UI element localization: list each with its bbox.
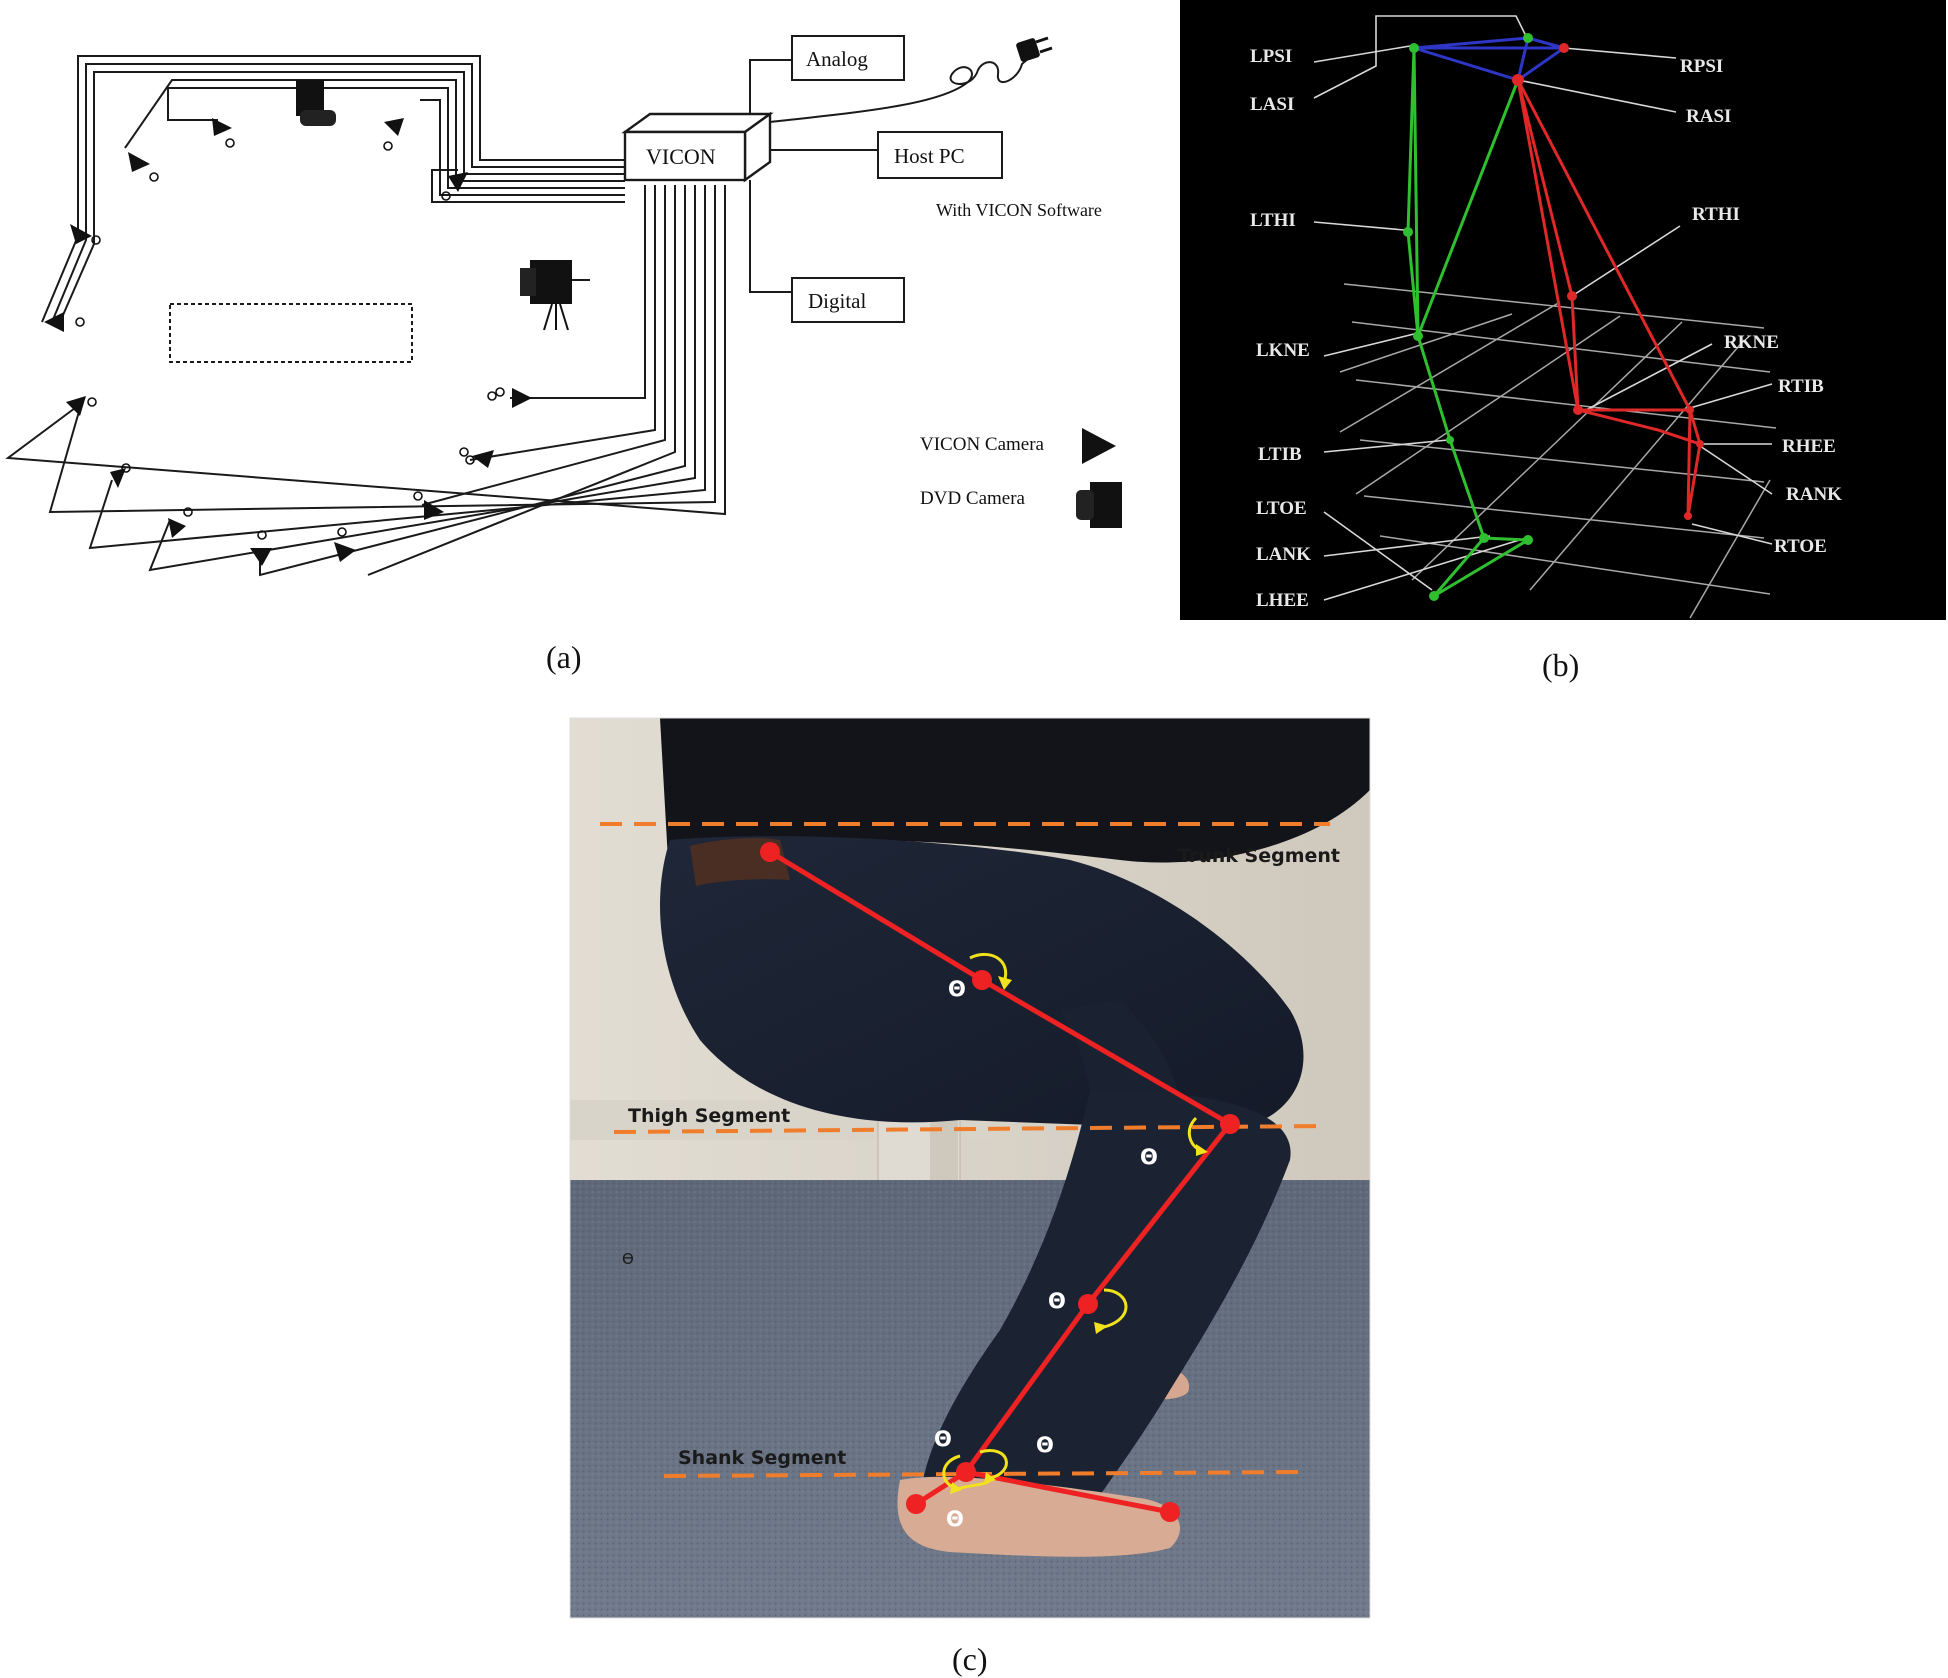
svg-text:Θ: Θ (948, 977, 966, 1001)
vicon-box: VICON (621, 111, 774, 183)
svg-text:RANK: RANK (1786, 484, 1842, 505)
legend-vicon-camera: VICON Camera (920, 434, 1045, 455)
vicon-camera-icon (383, 118, 404, 151)
svg-text:RTIB: RTIB (1778, 376, 1824, 397)
svg-text:Θ: Θ (934, 1427, 952, 1451)
vicon-label: VICON (646, 144, 716, 169)
svg-text:RHEE: RHEE (1782, 436, 1836, 457)
vicon-camera-icon (413, 491, 444, 520)
vicon-camera-icon (44, 312, 85, 332)
model-viewport (1180, 0, 1946, 620)
svg-text:Digital: Digital (808, 289, 866, 313)
stray-theta-label: ϴ (622, 1250, 634, 1268)
svg-text:LTOE: LTOE (1256, 498, 1307, 519)
trunk-segment-label: Trunk Segment (1178, 845, 1340, 867)
vicon-camera-icon (212, 118, 235, 148)
ground-grid (1339, 283, 1777, 619)
svg-text:RTHI: RTHI (1692, 204, 1740, 225)
legend-dvd-camera: DVD Camera (920, 488, 1026, 509)
svg-text:RTOE: RTOE (1774, 536, 1827, 557)
vicon-camera-icon (487, 387, 532, 408)
vicon-camera-icon (66, 396, 97, 416)
vicon-camera-icon (168, 507, 193, 538)
rotation-arrowheads (950, 976, 1208, 1494)
svg-text:Θ: Θ (946, 1507, 964, 1531)
caption-a: (a) (546, 639, 582, 675)
analog-box: Analog (791, 35, 905, 81)
vicon-camera-icon (250, 530, 272, 566)
svg-text:LANK: LANK (1256, 544, 1311, 565)
svg-text:Θ: Θ (1140, 1145, 1158, 1169)
software-label: With VICON Software (936, 200, 1102, 220)
svg-text:LTHI: LTHI (1250, 210, 1296, 231)
svg-text:Θ: Θ (1036, 1433, 1054, 1457)
host-pc-box: Host PC (877, 131, 1003, 179)
svg-text:Host PC: Host PC (894, 144, 965, 168)
vicon-camera-icon (110, 463, 131, 488)
vicon-camera-icon (334, 527, 356, 562)
vicon-camera-icon (70, 224, 101, 245)
right-leg-segments (1516, 79, 1702, 517)
marker-labels: LPSI LASI LTHI LKNE LTIB LTOE LANK LHEE … (1250, 46, 1842, 611)
left-leg-segments (1406, 47, 1534, 598)
vicon-cameras (44, 118, 532, 566)
thigh-segment-label: Thigh Segment (628, 1105, 790, 1127)
joint-points (760, 842, 1240, 1522)
legend-vicon-camera-icon (1082, 428, 1116, 464)
shank-segment-label: Shank Segment (678, 1447, 846, 1469)
legend-dvd-camera-icon (1076, 482, 1122, 528)
power-plug-icon (1016, 36, 1053, 62)
pelvis-segment (1413, 36, 1568, 82)
vicon-camera-icon (441, 172, 468, 201)
digital-box: Digital (791, 277, 905, 323)
svg-text:LKNE: LKNE (1256, 340, 1310, 361)
marker-points (1403, 33, 1704, 601)
capture-volume (169, 303, 413, 363)
svg-text:LHEE: LHEE (1256, 590, 1309, 611)
caption-c: (c) (952, 1641, 988, 1677)
vicon-camera-icon (128, 152, 159, 182)
svg-text:Θ: Θ (1048, 1289, 1066, 1313)
svg-text:RKNE: RKNE (1724, 332, 1779, 353)
svg-text:RASI: RASI (1686, 106, 1731, 127)
marker-leader-lines (1313, 15, 1773, 601)
photo-frame (569, 717, 1371, 1619)
panel-b-marker-model: LPSI LASI LTHI LKNE LTIB LTOE LANK LHEE … (1180, 0, 1946, 683)
dvd-camera-icon (520, 260, 572, 331)
theta-labels: Θ Θ Θ Θ Θ Θ (934, 977, 1158, 1531)
dvd-camera-icon (296, 80, 336, 126)
camera-cables (5, 55, 726, 577)
svg-text:RPSI: RPSI (1680, 56, 1723, 77)
svg-text:Analog: Analog (806, 47, 868, 71)
svg-text:LTIB: LTIB (1258, 444, 1302, 465)
panel-c-squat-photo: Trunk Segment Thigh Segment Shank Segmen… (569, 717, 1371, 1677)
caption-b: (b) (1542, 647, 1579, 683)
svg-text:LPSI: LPSI (1250, 46, 1292, 67)
vicon-camera-icon (459, 447, 494, 468)
svg-text:LASI: LASI (1250, 94, 1294, 115)
panel-a-system-diagram: VICON Analog Host PC With VICON Software (5, 35, 1122, 675)
